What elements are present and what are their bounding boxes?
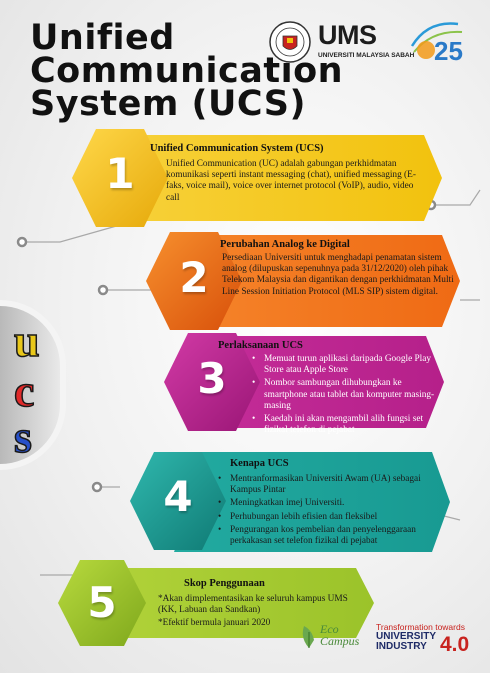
- panel-2: 2 Perubahan Analog ke Digital Persediaan…: [146, 232, 460, 330]
- anniversary-number: 25: [434, 36, 463, 66]
- panel-5: 5 Skop Penggunaan *Akan dimplementasikan…: [58, 560, 374, 646]
- ucs-letter-s: s: [13, 411, 32, 462]
- panel-4-item: Mentranformasikan Universiti Awam (UA) s…: [218, 474, 440, 496]
- panel-4-item: Meningkatkan imej Universiti.: [218, 498, 440, 509]
- panel-1-number: 1: [105, 149, 135, 198]
- industry-text: INDUSTRY: [376, 641, 427, 652]
- campus-text: Campus: [320, 634, 360, 648]
- transformation-text: Transformation towards: [376, 622, 465, 632]
- panel-5-title: Skop Penggunaan: [184, 578, 265, 589]
- eco-text: Eco: [320, 622, 339, 636]
- panel-4-number: 4: [163, 472, 193, 521]
- ums-logo-subtext: UNIVERSITI MALAYSIA SABAH: [318, 52, 415, 59]
- panel-5-number: 5: [87, 578, 117, 627]
- panel-4-title: Kenapa UCS: [230, 458, 289, 469]
- panel-3-number: 3: [197, 354, 227, 403]
- panel-3-item: Memuat turun aplikasi daripada Google Pl…: [252, 354, 438, 376]
- panel-1: 1 Unified Communication System (UCS) Uni…: [72, 129, 442, 227]
- panel-3-item: Kaedah ini akan mengambil alih fungsi se…: [252, 414, 438, 436]
- ecocampus-logo: Eco Campus: [298, 616, 368, 656]
- leaf-icon: [302, 626, 314, 648]
- panel-3-item: Nombor sambungan dihubungkan ke smartpho…: [252, 378, 438, 412]
- panel-2-number: 2: [179, 253, 209, 302]
- panel-2-text: Persediaan Universiti untuk menghadapi p…: [222, 253, 454, 297]
- panel-4-list: Mentranformasikan Universiti Awam (UA) s…: [218, 474, 440, 549]
- ucs-letter-u: u: [13, 315, 40, 366]
- panel-3-hex: [164, 333, 260, 431]
- panel-2-title: Perubahan Analog ke Digital: [220, 239, 350, 250]
- version-text: 4.0: [440, 633, 470, 656]
- panel-1-title: Unified Communication System (UCS): [150, 143, 324, 154]
- panel-3-title: Perlaksanaan UCS: [218, 340, 303, 351]
- title-line-1: Unified: [30, 18, 175, 58]
- panel-1-text: Unified Communication (UC) adalah gabung…: [166, 159, 416, 203]
- panel-4: 4 Kenapa UCS Mentranformasikan Universit…: [130, 452, 450, 552]
- panel-4-item: Perhubungan lebih efisien dan fleksibel: [218, 512, 440, 523]
- title-line-3: System (UCS): [30, 84, 306, 124]
- panel-5-line-2: *Efektif bermula januari 2020: [158, 618, 271, 628]
- anniversary-logo: 25: [410, 22, 463, 66]
- ums-seal-logo: [269, 21, 311, 63]
- panel-5-line-1: *Akan dimplementasikan ke seluruh kampus…: [158, 594, 348, 616]
- panel-1-band: [116, 135, 442, 221]
- panel-3-list: Memuat turun aplikasi daripada Google Pl…: [252, 354, 438, 438]
- ums-logo-text: UMS: [318, 20, 377, 50]
- university-industry-logo: Transformation towards UNIVERSITY INDUST…: [376, 622, 486, 656]
- panel-3: 3 Perlaksanaan UCS Memuat turun aplikasi…: [164, 333, 444, 435]
- university-text: UNIVERSITY: [376, 631, 437, 642]
- logo-group: UMS UNIVERSITI MALAYSIA SABAH 25: [268, 16, 468, 72]
- ucs-letter-c: c: [13, 365, 35, 416]
- panel-4-item: Pengurangan kos pembelian dan penyelengg…: [218, 525, 440, 547]
